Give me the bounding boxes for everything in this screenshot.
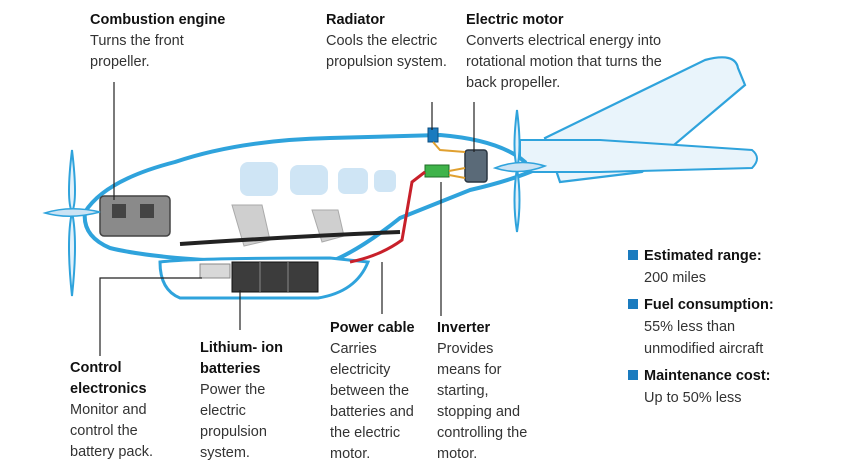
battery-pack <box>231 261 319 293</box>
inverter <box>424 164 450 178</box>
callout-control-electronics: Control electronics Monitor and control … <box>70 358 165 463</box>
radiator-title: Radiator <box>326 12 385 28</box>
stat-label: Fuel consumption: <box>644 297 774 313</box>
stat-maintenance: Maintenance cost: Up to 50% less <box>628 366 843 409</box>
combustion-engine-title: Combustion engine <box>90 12 226 28</box>
stat-fuel: Fuel consumption: 55% less than unmodifi… <box>628 295 843 360</box>
electric-motor-desc: Converts electrical energy into rotation… <box>466 33 662 91</box>
control-electronics-title: Control electronics <box>70 360 147 397</box>
cabin-window-1 <box>290 165 328 195</box>
cabin-window-2 <box>338 168 368 194</box>
combustion-engine-desc: Turns the front propeller. <box>90 33 184 70</box>
inverter-title: Inverter <box>437 320 491 336</box>
stat-range: Estimated range: 200 miles <box>628 246 843 289</box>
power-cable <box>349 170 426 264</box>
stat-label: Estimated range: <box>644 248 762 264</box>
bullet-square-icon <box>628 299 638 309</box>
bullet-square-icon <box>628 370 638 380</box>
stat-label: Maintenance cost: <box>644 368 771 384</box>
cabin-floor <box>179 230 401 246</box>
batteries-title: Lithium- ion batteries <box>200 340 283 377</box>
callout-power-cable: Power cable Carries electricity between … <box>330 318 425 465</box>
radiator-desc: Cools the electric propulsion system. <box>326 33 447 70</box>
rear-propeller <box>492 109 548 233</box>
control-electronics-desc: Monitor and control the battery pack. <box>70 402 154 460</box>
callout-batteries: Lithium- ion batteries Power the electri… <box>200 338 295 464</box>
radiator <box>427 127 439 143</box>
callout-radiator: Radiator Cools the electric propulsion s… <box>326 10 451 73</box>
leader-lines <box>99 82 475 356</box>
bullet-square-icon <box>628 250 638 260</box>
callout-inverter: Inverter Provides means for starting, st… <box>437 318 532 465</box>
batteries-desc: Power the electric propulsion system. <box>200 382 267 461</box>
horizontal-stabilizer <box>519 139 758 173</box>
electric-motor <box>464 149 488 183</box>
stats-panel: Estimated range: 200 miles Fuel consumpt… <box>628 246 843 415</box>
cockpit-window <box>240 162 278 196</box>
callout-combustion-engine: Combustion engine Turns the front propel… <box>90 10 225 73</box>
power-cable-title: Power cable <box>330 320 415 336</box>
inverter-desc: Provides means for starting, stopping an… <box>437 341 528 462</box>
callout-electric-motor: Electric motor Converts electrical energ… <box>466 10 681 94</box>
control-electronics-box <box>199 263 231 279</box>
stat-value: 55% less than unmodified aircraft <box>644 319 764 357</box>
cabin-window-3 <box>374 170 396 192</box>
stat-value: 200 miles <box>644 270 707 286</box>
stat-value: Up to 50% less <box>644 390 742 406</box>
power-cable-desc: Carries electricity between the batterie… <box>330 341 414 462</box>
combustion-engine <box>99 195 171 237</box>
front-propeller <box>42 149 101 297</box>
electric-motor-title: Electric motor <box>466 12 564 28</box>
coolant-lines <box>432 141 466 179</box>
